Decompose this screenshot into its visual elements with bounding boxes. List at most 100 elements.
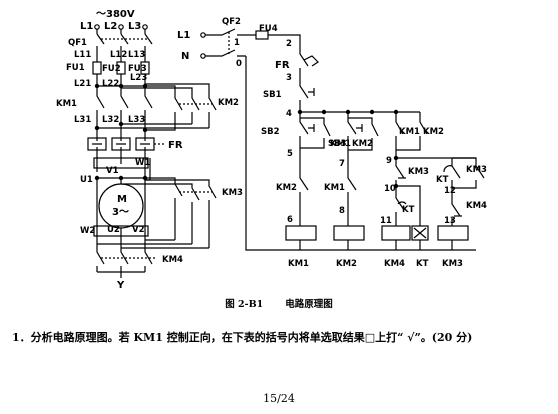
figure-title: 电路原理图 <box>285 299 333 310</box>
control-n-label: N <box>181 51 189 62</box>
phase-label-l3: L3 <box>128 21 141 32</box>
coil-km2 <box>333 225 365 250</box>
point-l32: L32 <box>102 115 119 125</box>
fu4-label: FU4 <box>259 24 278 34</box>
km2-main-label: KM2 <box>218 98 239 108</box>
figure-caption: 图 2-B1 电路原理图 <box>0 296 558 310</box>
terminal-w1: W1 <box>135 158 150 168</box>
km3-hold-label: KM3 <box>466 165 487 175</box>
node-8: 8 <box>339 206 345 216</box>
coil-kt <box>411 225 429 250</box>
km3-nc-label: KM3 <box>408 167 429 177</box>
figure-number: 图 2-B1 <box>225 299 264 310</box>
point-l11: L11 <box>74 50 91 60</box>
point-l13: L13 <box>128 50 145 60</box>
node-3: 3 <box>286 73 292 83</box>
km1-main-contacts <box>96 90 153 118</box>
node-6: 6 <box>287 215 293 225</box>
fu3-label: FU3 <box>128 64 147 74</box>
page-number: 15/24 <box>263 392 295 405</box>
coil-km2-label: KM2 <box>336 259 357 269</box>
qf1-breaker <box>96 29 153 50</box>
sb1-label: SB1 <box>263 90 282 100</box>
control-l1-label: L1 <box>177 30 190 41</box>
km4-main-label: KM4 <box>162 255 183 265</box>
node-13: 13 <box>444 216 456 226</box>
sb3-label: SB3 <box>328 139 347 149</box>
fuse-fu1 <box>92 50 102 82</box>
main-circuit: ～380V L1 L2 L3 QF1 L11 L12 L13 FU1 <box>56 9 243 290</box>
km1-main-label: KM1 <box>56 99 77 109</box>
control-circuit: L1 N QF2 1 0 FU4 2 FR <box>177 17 487 269</box>
motor-type: 3～ <box>112 207 129 218</box>
motor-name: M <box>117 194 127 205</box>
km2-main-contacts <box>174 92 217 128</box>
motor-m: M 3～ <box>98 183 144 229</box>
node-10: 10 <box>384 184 396 194</box>
point-l31: L31 <box>74 115 91 125</box>
km4-nc-contact <box>451 196 462 226</box>
coil-kt-label: KT <box>416 259 429 269</box>
kt-no-label: KT <box>436 175 449 185</box>
terminal-u1: U1 <box>80 175 93 185</box>
node-7: 7 <box>339 159 345 169</box>
sb1-stop-button[interactable] <box>299 78 315 112</box>
km2-hold-label: KM2 <box>352 139 373 149</box>
coil-km1-label: KM1 <box>288 259 309 269</box>
node-2: 2 <box>286 39 292 49</box>
phase-label-l2: L2 <box>104 21 117 32</box>
fu2-label: FU2 <box>102 64 121 74</box>
km1-km2-parallel-contacts <box>395 112 428 151</box>
kt-timed-contact <box>395 186 407 226</box>
point-l33: L33 <box>128 115 145 125</box>
fuse-fu2 <box>116 50 126 82</box>
coil-km3 <box>437 225 469 250</box>
qf1-label: QF1 <box>68 38 87 48</box>
supply-voltage: ～380V <box>96 9 135 20</box>
node-12: 12 <box>444 186 456 196</box>
terminal-v2: V2 <box>132 225 145 235</box>
node-5: 5 <box>287 149 293 159</box>
point-l22: L22 <box>102 79 119 89</box>
coil-km3-label: KM3 <box>442 259 463 269</box>
km1-parallel-label: KM1 <box>399 127 420 137</box>
terminal-v1: V1 <box>106 166 119 176</box>
km3-hold-contact <box>452 157 485 189</box>
km2-hold-contact <box>348 117 379 151</box>
node-4: 4 <box>286 109 292 119</box>
fuse-fu3 <box>140 50 150 82</box>
point-l21: L21 <box>74 79 91 89</box>
km2-parallel-label: KM2 <box>423 127 444 137</box>
fr-main-label: FR <box>168 140 183 151</box>
phase-label-l1: L1 <box>80 21 93 32</box>
node-0: 0 <box>236 59 242 69</box>
terminal-l1 <box>94 24 100 30</box>
km4-main-contacts <box>96 236 156 278</box>
terminal-l2 <box>118 24 124 30</box>
terminal-w2: W2 <box>80 226 95 236</box>
terminal-l3 <box>142 24 148 30</box>
node-9: 9 <box>386 156 392 166</box>
star-point-label: Y <box>116 280 125 290</box>
qf2-breaker <box>205 28 256 57</box>
km4-nc-label: KM4 <box>466 201 487 211</box>
km1-hold-contact <box>300 117 331 149</box>
sb2-label: SB2 <box>261 127 280 137</box>
km3-main-label: KM3 <box>222 188 243 198</box>
fr-contact-label: FR <box>275 60 290 71</box>
node-1: 1 <box>234 38 240 48</box>
km2-interlock-label: KM2 <box>276 183 297 193</box>
fr-nc-contact <box>299 46 319 78</box>
circuit-diagram: ～380V L1 L2 L3 QF1 L11 L12 L13 FU1 <box>56 9 487 290</box>
sb3-start-button[interactable] <box>347 112 363 156</box>
coil-km4-label: KM4 <box>384 259 405 269</box>
qf2-label: QF2 <box>222 17 241 27</box>
coil-km1 <box>285 225 317 250</box>
fr-thermal-elements <box>87 137 164 151</box>
node-11: 11 <box>380 216 392 226</box>
kt-timed-label: KT <box>402 205 415 215</box>
point-l12: L12 <box>110 50 127 60</box>
coil-km4 <box>381 225 411 250</box>
fu1-label: FU1 <box>66 63 85 73</box>
